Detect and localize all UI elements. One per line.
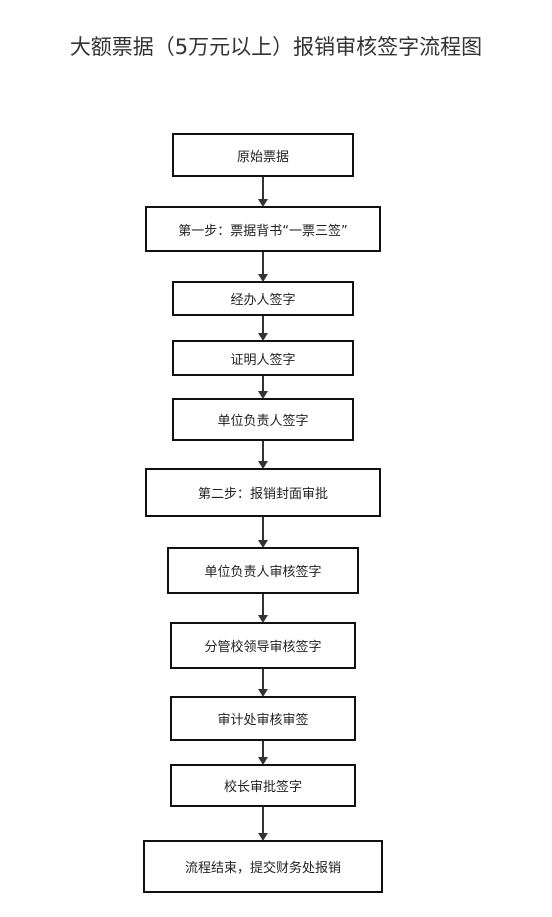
flow-arrow [258,669,268,697]
diagram-title: 大额票据（5万元以上）报销审核签字流程图 [69,35,483,59]
flow-arrow [258,517,268,548]
flow-node-unit-head-review: 单位负责人审核签字 [167,547,359,594]
flow-arrow [258,441,268,469]
flow-node-witness-signature: 证明人签字 [172,340,354,376]
flow-arrow [258,376,268,399]
flow-arrow [258,316,268,341]
flow-node-unit-head-signature: 单位负责人签字 [172,398,354,441]
flow-arrow [258,741,268,765]
flow-node-step-two-cover-approval: 第二步：报销封面审批 [145,468,381,517]
flow-node-step-one-endorsement: 第一步：票据背书“一票三签” [145,206,381,252]
flow-node-process-end: 流程结束，提交财务处报销 [143,840,383,893]
flow-arrow [258,807,268,841]
flow-node-audit-review: 审计处审核审签 [170,696,356,741]
flow-node-president-approval: 校长审批签字 [170,764,356,807]
flow-arrow [258,177,268,207]
flow-node-handler-signature: 经办人签字 [172,281,354,316]
flow-arrow [258,252,268,282]
flow-arrow [258,594,268,623]
flow-node-vice-president-review: 分管校领导审核签字 [170,622,356,669]
flow-node-original-receipts: 原始票据 [172,133,354,177]
